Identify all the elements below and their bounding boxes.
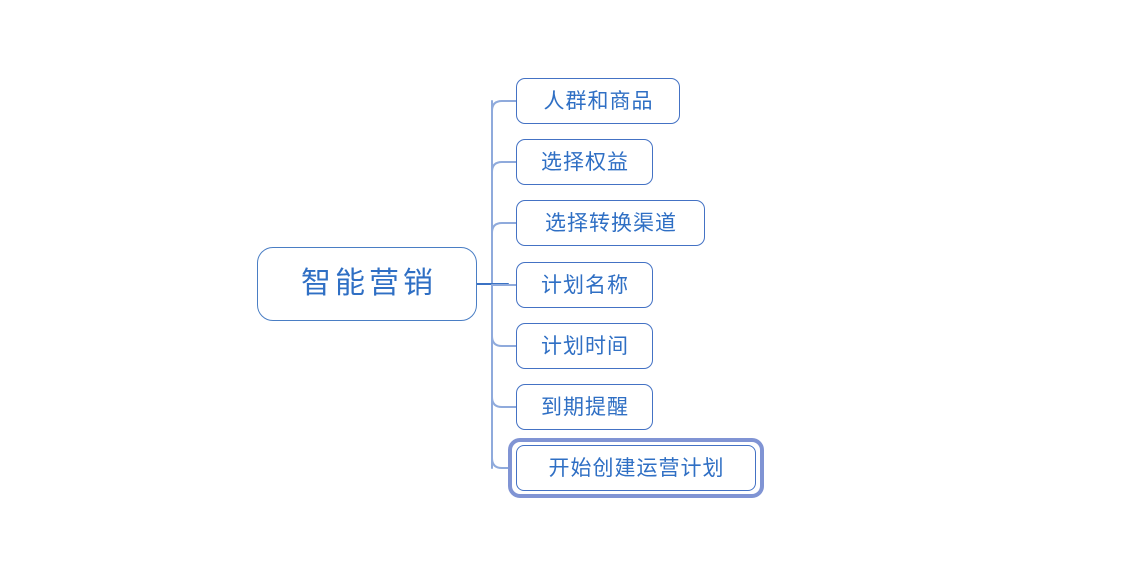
- child-node-3[interactable]: 选择转换渠道: [516, 200, 705, 246]
- child-node-label: 开始创建运营计划: [548, 456, 725, 480]
- child-node-2[interactable]: 选择权益: [516, 139, 653, 185]
- child-node-7[interactable]: 开始创建运营计划: [516, 445, 756, 491]
- child-node-6[interactable]: 到期提醒: [516, 384, 653, 430]
- root-node-label: 智能营销: [301, 267, 437, 300]
- child-node-5[interactable]: 计划时间: [516, 323, 653, 369]
- child-node-label: 人群和商品: [543, 89, 654, 113]
- connector-branch-6: [491, 396, 517, 408]
- child-node-label: 计划时间: [541, 334, 629, 358]
- connector-branch-3: [491, 222, 517, 234]
- child-node-label: 计划名称: [541, 273, 629, 297]
- connector-branch-2: [491, 161, 517, 173]
- root-node-smart-marketing[interactable]: 智能营销: [257, 247, 477, 321]
- child-node-4[interactable]: 计划名称: [516, 262, 653, 308]
- child-node-label: 到期提醒: [541, 395, 629, 419]
- connector-branch-5: [491, 335, 517, 347]
- child-node-label: 选择转换渠道: [545, 211, 677, 235]
- child-node-1[interactable]: 人群和商品: [516, 78, 680, 124]
- child-node-label: 选择权益: [541, 150, 629, 174]
- connector-branch-1: [491, 100, 517, 112]
